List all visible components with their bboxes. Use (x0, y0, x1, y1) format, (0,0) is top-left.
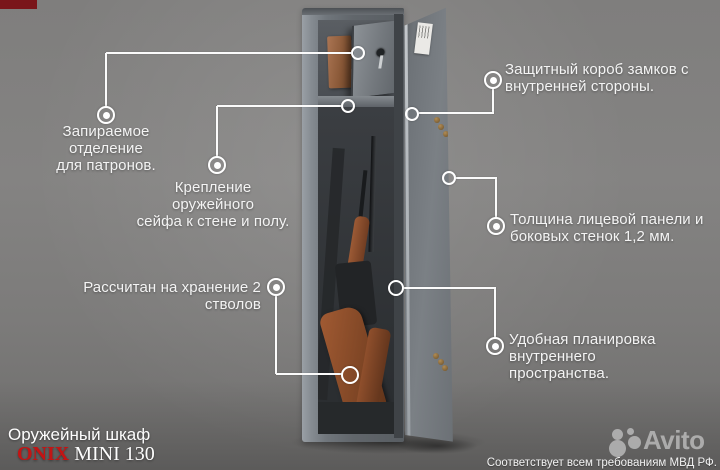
door-hinge-gap (394, 14, 403, 438)
avito-logo-icon (627, 428, 634, 435)
callout-marker (487, 217, 505, 235)
avito-wordmark: Avito (643, 425, 705, 455)
callout-target-ring (388, 280, 404, 296)
callout-marker (267, 278, 285, 296)
callout-target-ring (442, 171, 456, 185)
door-shadow (398, 438, 478, 454)
safe-top-edge (302, 8, 404, 15)
key-icon (378, 55, 384, 69)
callout-line (275, 296, 277, 374)
callout-marker (208, 156, 226, 174)
safe-opening (318, 20, 398, 434)
callout-text: Толщина лицевой панели и боковых стенок … (510, 211, 704, 245)
callout-marker (97, 106, 115, 124)
callout-line (494, 288, 496, 338)
callout-marker (486, 337, 504, 355)
avito-logo-icon (628, 436, 641, 449)
callout-text: Защитный короб замков с внутренней сторо… (505, 61, 689, 95)
red-corner-mark (0, 0, 37, 9)
callout-line (217, 105, 341, 107)
callout-target-ring (405, 107, 419, 121)
callout-line (276, 373, 342, 375)
product-model-line: ONIX MINI 130 (17, 443, 155, 466)
callout-line (106, 52, 351, 54)
lock-bolt (442, 365, 448, 371)
callout-text: Крепление оружейного сейфа к стене и пол… (136, 179, 290, 230)
callout-line (495, 178, 497, 218)
callout-line (216, 106, 218, 157)
lock-bolt (433, 353, 439, 359)
brand-name: ONIX (17, 443, 70, 465)
ammo-box (327, 35, 353, 89)
callout-target-ring (341, 366, 359, 384)
avito-logo-icon (612, 429, 623, 440)
callout-text: Рассчитан на хранение 2 стволов (83, 279, 261, 313)
lock-bolt (443, 131, 449, 137)
callout-line (105, 53, 107, 107)
callout-line (456, 177, 497, 179)
safe-bottom-interior (318, 402, 398, 434)
lock-bolt (438, 124, 444, 130)
callout-target-ring (341, 99, 355, 113)
avito-watermark: Avito (608, 425, 716, 458)
door-edge-highlight (404, 23, 411, 437)
product-title: Оружейный шкаф (8, 425, 151, 444)
callout-target-ring (351, 46, 365, 60)
model-name: MINI 130 (69, 443, 155, 465)
callout-marker (484, 71, 502, 89)
avito-logo-icon (609, 440, 626, 457)
compliance-note: Соответствует всем требованиям МВД РФ. (486, 457, 717, 469)
callout-text: Запираемое отделение для патронов. (56, 123, 156, 174)
callout-line (492, 88, 494, 114)
lock-bolt (438, 359, 444, 365)
callout-line (419, 112, 494, 114)
door-sticker (414, 22, 433, 55)
safe-door (404, 7, 453, 442)
callout-text: Удобная планировка внутреннего пространс… (509, 331, 656, 382)
shelf-edge (318, 96, 398, 107)
lock-bolt (434, 117, 440, 123)
callout-line (404, 287, 496, 289)
